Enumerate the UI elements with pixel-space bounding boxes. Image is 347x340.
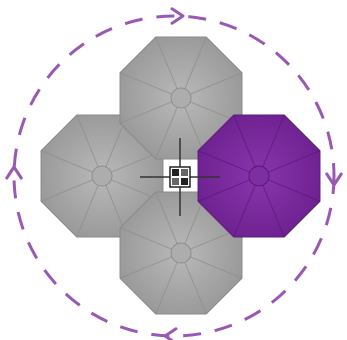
umbrella-finial (249, 166, 269, 186)
umbrella-right-active (198, 115, 320, 237)
umbrella-finial (171, 88, 191, 108)
umbrella-finial (171, 243, 191, 263)
arrow-bottom-icon (165, 329, 176, 340)
arrow-left-icon (7, 167, 21, 178)
umbrella-finial (92, 166, 112, 186)
